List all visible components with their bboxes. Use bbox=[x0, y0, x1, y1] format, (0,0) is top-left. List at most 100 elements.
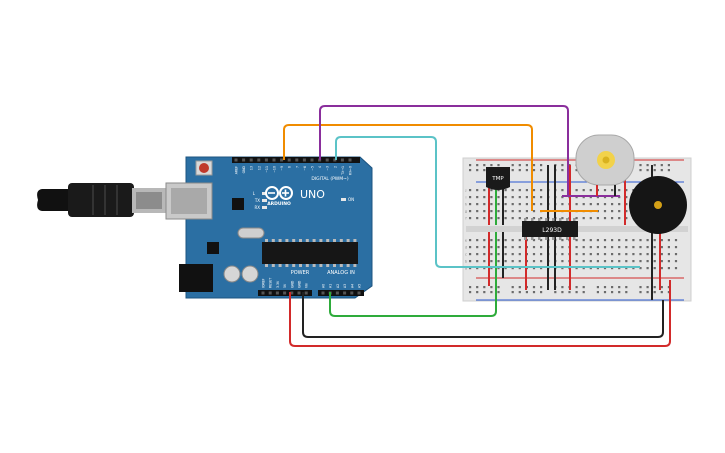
breadboard-hole[interactable] bbox=[476, 196, 479, 199]
breadboard-hole[interactable] bbox=[532, 246, 536, 249]
breadboard-hole[interactable] bbox=[511, 253, 514, 256]
breadboard-hole[interactable] bbox=[646, 246, 649, 249]
breadboard-hole[interactable] bbox=[497, 203, 500, 206]
breadboard-hole[interactable] bbox=[611, 267, 614, 270]
breadboard-rail-hole[interactable] bbox=[490, 291, 493, 294]
breadboard-rail-hole[interactable] bbox=[490, 164, 493, 167]
breadboard-hole[interactable] bbox=[582, 239, 585, 242]
breadboard-hole[interactable] bbox=[497, 217, 500, 220]
header-pin[interactable] bbox=[325, 158, 329, 162]
breadboard-hole[interactable] bbox=[497, 246, 500, 249]
header-pin[interactable] bbox=[348, 158, 352, 162]
breadboard-hole[interactable] bbox=[476, 217, 479, 220]
breadboard-hole[interactable] bbox=[561, 203, 564, 206]
breadboard-rail-hole[interactable] bbox=[660, 169, 663, 172]
breadboard-hole[interactable] bbox=[469, 253, 472, 256]
breadboard-hole[interactable] bbox=[596, 253, 599, 256]
piezo-buzzer[interactable] bbox=[629, 176, 687, 234]
breadboard-rail-hole[interactable] bbox=[532, 164, 536, 167]
breadboard-rail-hole[interactable] bbox=[525, 164, 528, 167]
breadboard-hole[interactable] bbox=[632, 253, 635, 256]
breadboard-hole[interactable] bbox=[603, 267, 607, 270]
breadboard-hole[interactable] bbox=[618, 246, 621, 249]
breadboard-hole[interactable] bbox=[483, 267, 486, 270]
breadboard-hole[interactable] bbox=[618, 210, 621, 213]
breadboard-rail-hole[interactable] bbox=[639, 286, 642, 289]
breadboard-hole[interactable] bbox=[476, 210, 479, 213]
breadboard-hole[interactable] bbox=[603, 210, 607, 213]
breadboard-hole[interactable] bbox=[611, 189, 614, 192]
header-pin[interactable] bbox=[350, 291, 354, 295]
wire-green-a0[interactable] bbox=[329, 292, 497, 317]
breadboard-rail-hole[interactable] bbox=[511, 291, 514, 294]
breadboard-hole[interactable] bbox=[490, 253, 493, 256]
breadboard-hole[interactable] bbox=[561, 253, 564, 256]
breadboard-rail-hole[interactable] bbox=[497, 286, 500, 289]
temperature-sensor[interactable]: TMP bbox=[486, 167, 510, 190]
breadboard-hole[interactable] bbox=[490, 210, 493, 213]
header-pin[interactable] bbox=[321, 291, 325, 295]
breadboard-rail-hole[interactable] bbox=[476, 164, 479, 167]
breadboard-hole[interactable] bbox=[667, 246, 670, 249]
breadboard-hole[interactable] bbox=[674, 260, 678, 263]
breadboard-hole[interactable] bbox=[497, 253, 500, 256]
breadboard-hole[interactable] bbox=[603, 239, 607, 242]
breadboard-hole[interactable] bbox=[561, 260, 564, 263]
breadboard-hole[interactable] bbox=[639, 253, 642, 256]
breadboard-hole[interactable] bbox=[497, 189, 500, 192]
breadboard-hole[interactable] bbox=[625, 239, 628, 242]
breadboard-hole[interactable] bbox=[504, 253, 507, 256]
breadboard-hole[interactable] bbox=[596, 217, 599, 220]
breadboard-hole[interactable] bbox=[518, 260, 521, 263]
breadboard-hole[interactable] bbox=[589, 189, 592, 192]
breadboard-rail-hole[interactable] bbox=[568, 291, 571, 294]
breadboard-hole[interactable] bbox=[625, 267, 628, 270]
breadboard-hole[interactable] bbox=[540, 203, 543, 206]
breadboard-rail-hole[interactable] bbox=[667, 169, 670, 172]
header-pin[interactable] bbox=[343, 291, 347, 295]
breadboard-hole[interactable] bbox=[596, 239, 599, 242]
breadboard-hole[interactable] bbox=[596, 267, 599, 270]
breadboard-rail-hole[interactable] bbox=[561, 164, 564, 167]
header-pin[interactable] bbox=[261, 291, 265, 295]
breadboard-rail-hole[interactable] bbox=[575, 169, 578, 172]
breadboard-hole[interactable] bbox=[518, 253, 521, 256]
breadboard-hole[interactable] bbox=[625, 203, 628, 206]
breadboard-hole[interactable] bbox=[575, 246, 578, 249]
header-pin[interactable] bbox=[295, 158, 299, 162]
breadboard-hole[interactable] bbox=[611, 253, 614, 256]
breadboard-hole[interactable] bbox=[469, 210, 472, 213]
breadboard-hole[interactable] bbox=[611, 203, 614, 206]
breadboard-hole[interactable] bbox=[518, 217, 521, 220]
header-pin[interactable] bbox=[287, 158, 291, 162]
breadboard-hole[interactable] bbox=[476, 239, 479, 242]
breadboard-hole[interactable] bbox=[575, 267, 578, 270]
breadboard-rail-hole[interactable] bbox=[618, 286, 621, 289]
breadboard-hole[interactable] bbox=[618, 260, 621, 263]
breadboard-hole[interactable] bbox=[469, 217, 472, 220]
breadboard-rail-hole[interactable] bbox=[667, 164, 670, 167]
breadboard-hole[interactable] bbox=[618, 189, 621, 192]
breadboard-rail-hole[interactable] bbox=[469, 291, 472, 294]
breadboard-hole[interactable] bbox=[611, 217, 614, 220]
breadboard-rail-hole[interactable] bbox=[639, 164, 642, 167]
breadboard-rail-hole[interactable] bbox=[511, 164, 514, 167]
breadboard-hole[interactable] bbox=[490, 217, 493, 220]
breadboard-hole[interactable] bbox=[469, 239, 472, 242]
breadboard-hole[interactable] bbox=[589, 260, 592, 263]
breadboard-hole[interactable] bbox=[632, 260, 635, 263]
breadboard-hole[interactable] bbox=[540, 217, 543, 220]
header-pin[interactable] bbox=[249, 158, 253, 162]
breadboard-hole[interactable] bbox=[674, 246, 678, 249]
breadboard-hole[interactable] bbox=[639, 267, 642, 270]
breadboard-hole[interactable] bbox=[582, 217, 585, 220]
breadboard-hole[interactable] bbox=[511, 246, 514, 249]
breadboard-hole[interactable] bbox=[639, 246, 642, 249]
breadboard-rail-hole[interactable] bbox=[476, 286, 479, 289]
breadboard-hole[interactable] bbox=[575, 196, 578, 199]
breadboard-hole[interactable] bbox=[618, 253, 621, 256]
breadboard-hole[interactable] bbox=[532, 203, 536, 206]
breadboard-hole[interactable] bbox=[618, 239, 621, 242]
breadboard-hole[interactable] bbox=[525, 189, 528, 192]
breadboard-hole[interactable] bbox=[603, 217, 607, 220]
